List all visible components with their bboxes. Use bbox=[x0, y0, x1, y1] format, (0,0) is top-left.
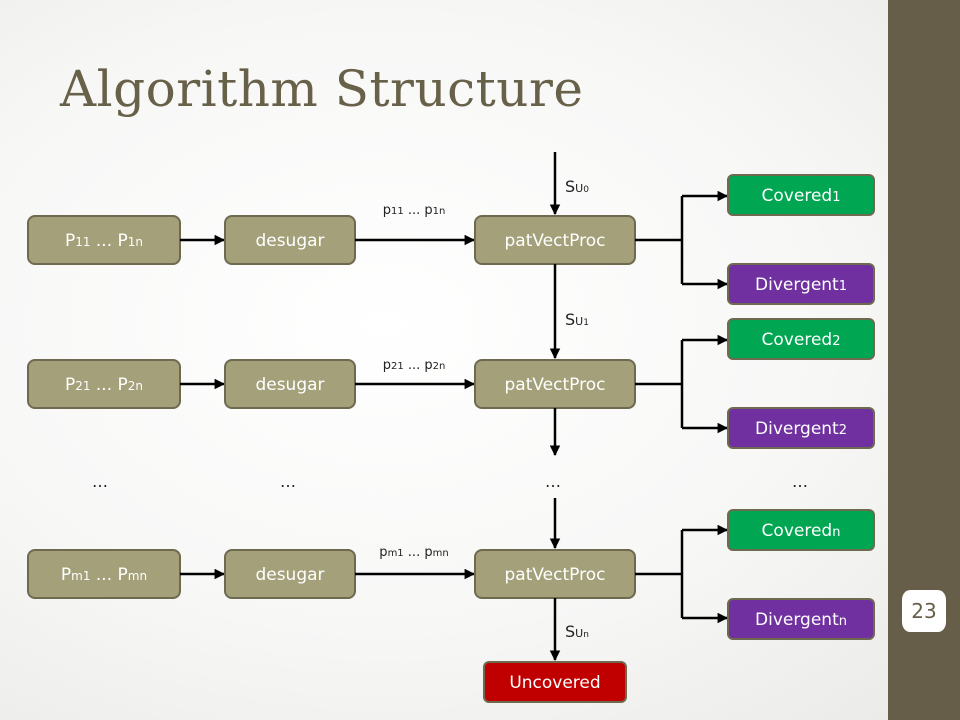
covered-box-2 bbox=[727, 318, 875, 360]
ellipsis-proc: … bbox=[545, 472, 561, 491]
page-number: 23 bbox=[900, 590, 948, 632]
patterns-label-2: P21 ... P2n bbox=[65, 375, 143, 395]
patvectproc-label-2: patVectProc bbox=[505, 375, 606, 395]
divergent-label-m: Divergentn bbox=[755, 610, 847, 630]
desugar-label-m: desugar bbox=[255, 565, 324, 585]
covered-label-2: Covered2 bbox=[762, 330, 841, 350]
slide-title: Algorithm Structure bbox=[60, 60, 584, 118]
patvectproc-label-1: patVectProc bbox=[505, 231, 606, 251]
arrow-label-1: p11 ... p1n bbox=[383, 203, 446, 218]
divergent-label-2: Divergent2 bbox=[755, 419, 847, 439]
covered-box-1 bbox=[727, 174, 875, 216]
ellipsis-patterns: … bbox=[92, 472, 108, 491]
ellipsis-results: … bbox=[792, 472, 808, 491]
su1-label: SU1 bbox=[565, 310, 589, 329]
sun-label: SUn bbox=[565, 622, 589, 641]
patvectproc-label-m: patVectProc bbox=[505, 565, 606, 585]
ellipsis-desugar: … bbox=[280, 472, 296, 491]
divergent-box-1 bbox=[727, 263, 875, 305]
divergent-box-2 bbox=[727, 407, 875, 449]
covered-label-m: Coveredn bbox=[762, 521, 841, 541]
desugar-label-2: desugar bbox=[255, 375, 324, 395]
desugar-label-1: desugar bbox=[255, 231, 324, 251]
patterns-label-1: P11 ... P1n bbox=[65, 231, 143, 251]
uncovered-label: Uncovered bbox=[509, 673, 600, 693]
arrow-label-2: p21 ... p2n bbox=[383, 358, 446, 373]
arrow-label-m: pm1 ... pmn bbox=[379, 545, 448, 560]
patterns-label-m: Pm1 ... Pmn bbox=[61, 565, 147, 585]
covered-label-1: Covered1 bbox=[762, 186, 841, 206]
uncovered-box bbox=[483, 661, 627, 703]
covered-box-m bbox=[727, 509, 875, 551]
divergent-label-1: Divergent1 bbox=[755, 275, 847, 295]
divergent-box-m bbox=[727, 598, 875, 640]
su0-label: SU0 bbox=[565, 177, 589, 196]
